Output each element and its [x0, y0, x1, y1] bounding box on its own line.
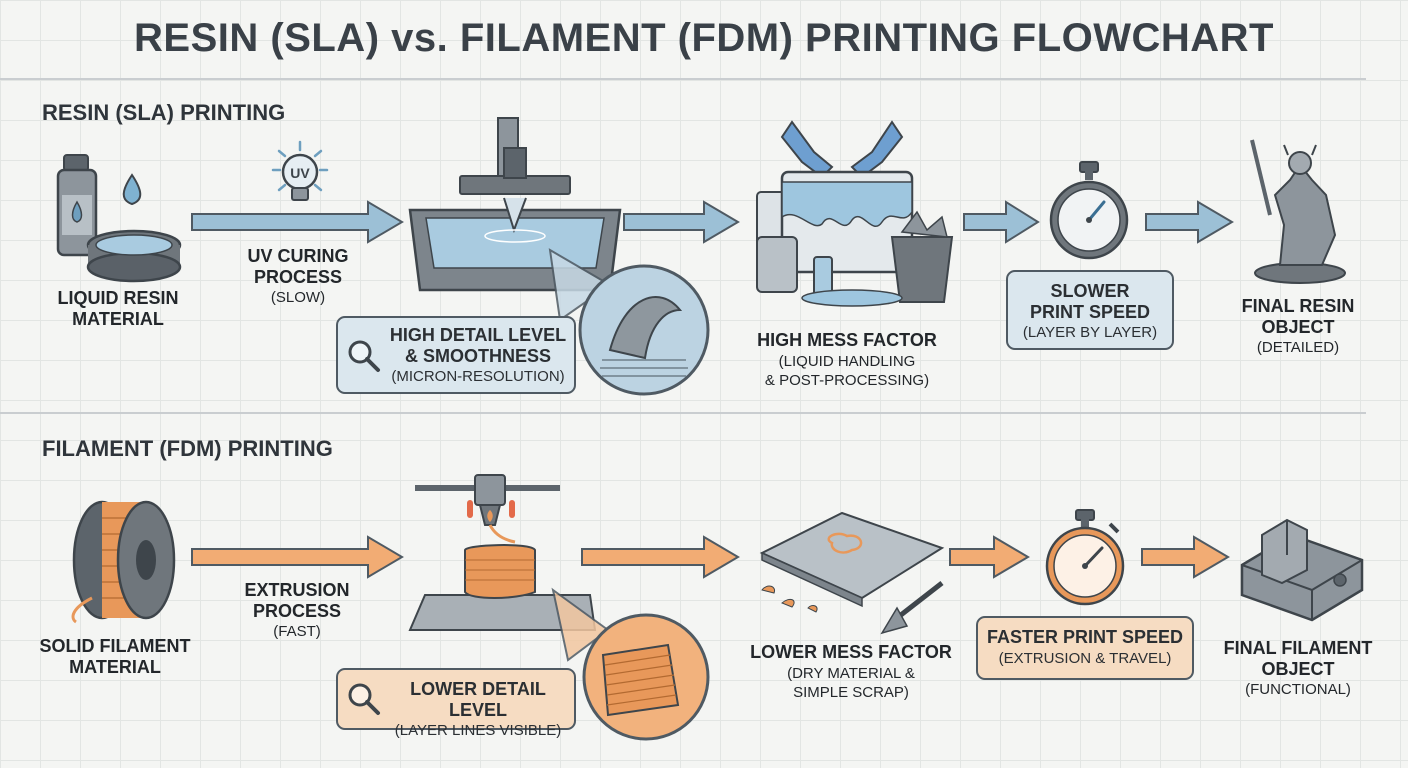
uv-bulb-icon: UV [271, 140, 329, 201]
extrusion-process-label: EXTRUSION PROCESS (FAST) [244, 580, 350, 641]
filament-detail-zoom-icon [551, 587, 710, 741]
final-filament-object-label: FINAL FILAMENT OBJECT (FUNCTIONAL) [1223, 638, 1373, 699]
filament-part-icon [1240, 518, 1364, 622]
resin-mess-icon [756, 120, 954, 307]
page-title: RESIN (SLA) vs. FILAMENT (FDM) PRINTING … [134, 16, 1274, 60]
magnifier-icon [348, 683, 380, 715]
resin-arrow-4 [1145, 200, 1234, 244]
resin-section-label: RESIN (SLA) PRINTING [42, 100, 286, 125]
filament-spool-icon [71, 500, 176, 624]
filament-stopwatch-icon [1045, 509, 1125, 606]
filament-arrow-2 [581, 535, 740, 579]
section-divider [0, 412, 1366, 414]
resin-arrow-2 [623, 200, 740, 244]
high-mess-factor-label: HIGH MESS FACTOR (LIQUID HANDLING & POST… [757, 330, 937, 389]
filament-section-label: FILAMENT (FDM) PRINTING [42, 436, 333, 461]
lower-detail-box: LOWER DETAIL LEVEL (LAYER LINES VISIBLE) [336, 668, 576, 739]
title-divider [0, 78, 1366, 80]
filament-arrow-4 [1141, 535, 1230, 579]
final-resin-object-label: FINAL RESIN OBJECT (DETAILED) [1241, 296, 1355, 357]
uv-curing-process-label: UV CURING PROCESS (SLOW) [247, 246, 349, 307]
resin-detail-zoom-icon [548, 248, 710, 396]
resin-stopwatch-icon [1049, 161, 1129, 260]
resin-bottle-icon [56, 154, 182, 283]
resin-arrow-1 [191, 200, 404, 244]
resin-arrow-3 [963, 200, 1040, 244]
filament-mess-icon [759, 511, 945, 635]
resin-figurine-icon [1250, 139, 1346, 284]
magnifier-icon [348, 340, 380, 372]
slower-print-speed-box: SLOWER PRINT SPEED (LAYER BY LAYER) [1006, 270, 1174, 350]
high-detail-box: HIGH DETAIL LEVEL & SMOOTHNESS (MICRON-R… [336, 316, 576, 394]
uv-icon-label: UV [290, 165, 310, 181]
lower-mess-factor-label: LOWER MESS FACTOR (DRY MATERIAL & SIMPLE… [750, 642, 952, 701]
liquid-resin-material-label: LIQUID RESIN MATERIAL [57, 288, 179, 329]
filament-arrow-3 [949, 535, 1030, 579]
sla-printer-icon [408, 117, 622, 292]
filament-arrow-1 [191, 535, 404, 579]
solid-filament-material-label: SOLID FILAMENT MATERIAL [39, 636, 191, 677]
fdm-printer-icon [408, 474, 597, 631]
faster-print-speed-box: FASTER PRINT SPEED (EXTRUSION & TRAVEL) [976, 616, 1194, 680]
